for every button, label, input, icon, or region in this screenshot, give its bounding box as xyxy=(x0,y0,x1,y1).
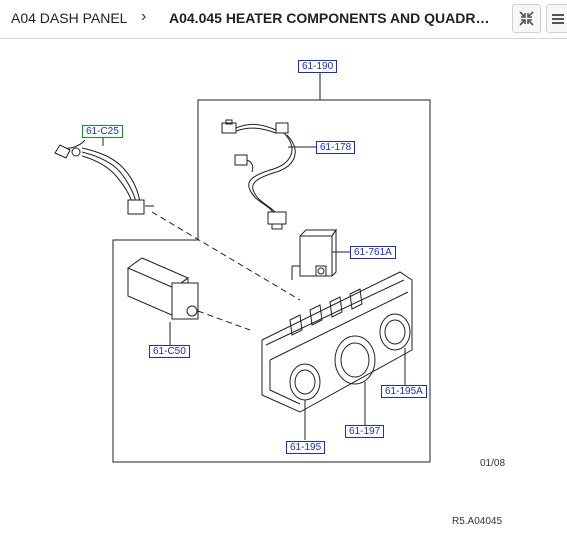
diagram-drawing xyxy=(54,73,431,463)
header-bar: A04 DASH PANEL › A04.045 HEATER COMPONEN… xyxy=(0,0,567,39)
parts-diagram: 61-190 61-178 61-C25 61-761A 61-C50 61-1… xyxy=(0,40,567,541)
callout-61-C50[interactable]: 61-C50 xyxy=(149,345,190,358)
callout-61-761A[interactable]: 61-761A xyxy=(350,246,396,259)
reference-code: R5.A04045 xyxy=(452,516,503,527)
callout-61-190[interactable]: 61-190 xyxy=(298,60,338,73)
callout-61-178[interactable]: 61-178 xyxy=(316,141,356,154)
callout-61-195A[interactable]: 61-195A xyxy=(381,385,427,398)
collapse-button[interactable] xyxy=(512,4,541,33)
breadcrumb-section[interactable]: A04 DASH PANEL xyxy=(11,10,128,26)
collapse-arrows-icon xyxy=(519,11,534,26)
callout-61-195[interactable]: 61-195 xyxy=(286,441,326,454)
breadcrumb-separator-icon: › xyxy=(141,8,147,25)
date-code: 01/08 xyxy=(480,458,506,469)
callout-61-C25[interactable]: 61-C25 xyxy=(82,125,123,138)
page-title: A04.045 HEATER COMPONENTS AND QUADRA... xyxy=(169,10,497,26)
callout-61-197[interactable]: 61-197 xyxy=(345,425,385,438)
menu-button[interactable] xyxy=(546,4,567,33)
hamburger-menu-icon xyxy=(552,13,564,24)
